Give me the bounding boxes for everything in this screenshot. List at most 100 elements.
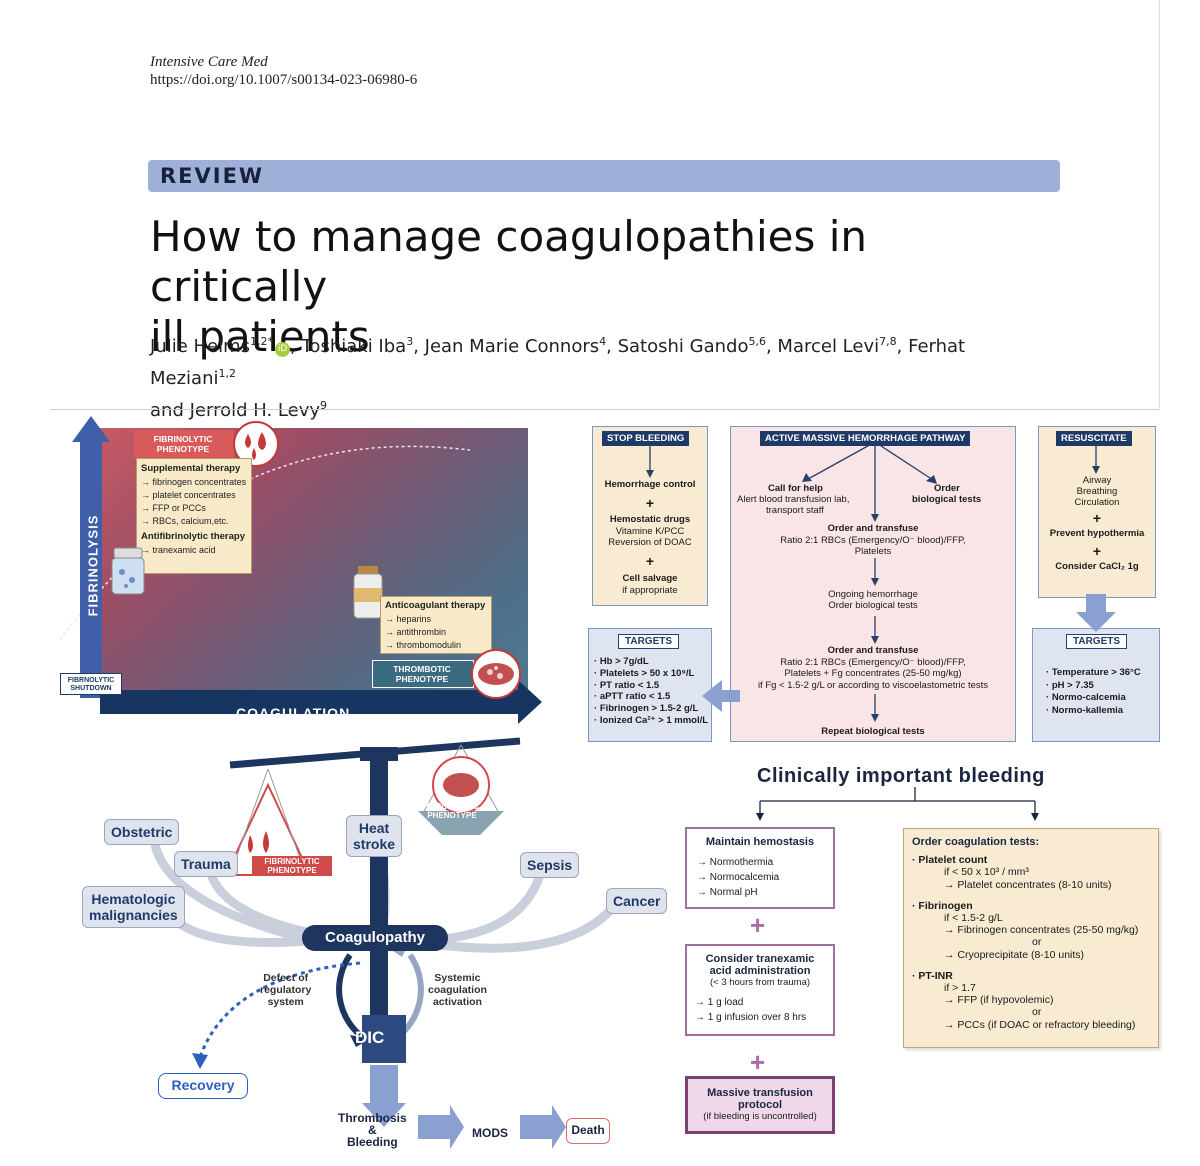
coagulopathy-label: Coagulopathy <box>302 925 448 951</box>
fib-pheno-line: FIBRINOLYTIC <box>264 857 320 866</box>
anticoag-item: antithrombin <box>396 627 447 637</box>
pathway-box <box>730 426 1016 742</box>
txa-item: 1 g load <box>707 997 744 1008</box>
if-fg: if Fg < 1.5-2 g/L or according to viscoe… <box>757 680 989 691</box>
bleeding-arrows <box>756 787 1039 821</box>
title-line-1: How to manage coagulopathies in critical… <box>150 212 868 311</box>
pcc-tx: PCCs (if DOAC or refractory bleeding) <box>957 1018 1136 1031</box>
thrombosis-line: & <box>368 1123 377 1137</box>
author-2-affil: 3 <box>406 335 414 348</box>
supplemental-therapy-card: Supplemental therapy → fibrinogen concen… <box>136 458 252 574</box>
systemic-line: activation <box>432 996 482 1008</box>
circulation: Circulation <box>1074 497 1120 508</box>
and-word: and <box>150 400 184 421</box>
anticoagulant-therapy-card: Anticoagulant therapy → heparins → antit… <box>380 596 492 654</box>
order-bio-tests: Order biological tests <box>828 600 918 611</box>
platelet-tx: Platelet concentrates (8-10 units) <box>957 878 1112 891</box>
anticoag-item: thrombomodulin <box>396 640 462 650</box>
author-2[interactable]: Toshiaki Iba <box>301 336 407 357</box>
ratio-line: Ratio 2:1 RBCs (Emergency/O⁻ blood)/FFP, <box>780 535 966 546</box>
death-label: Death <box>566 1118 610 1144</box>
y-axis-label: FIBRINOLYSIS <box>85 514 101 617</box>
vial-icon <box>111 547 145 595</box>
call-for-help: Call for help <box>768 483 823 494</box>
author-4-affil: 5,6 <box>748 335 766 348</box>
platelet-count: Platelet count <box>918 854 988 867</box>
txa-item: 1 g infusion over 8 hrs <box>707 1012 807 1023</box>
author-1-affil: 1,2* <box>250 335 274 348</box>
defect-line: system <box>267 996 304 1008</box>
fibrinogen: Fibrinogen <box>918 899 973 912</box>
page-edge <box>1159 0 1160 410</box>
anticoag-item: heparins <box>396 614 432 624</box>
order-bio-2: biological tests <box>912 494 982 505</box>
x-axis-label: COAGULATION <box>236 705 351 721</box>
orcid-icon[interactable]: iD <box>275 342 291 357</box>
plus-icon: + <box>1092 543 1102 559</box>
targets-right-tag: TARGETS <box>1066 634 1128 649</box>
systemic-line: coagulation <box>428 984 487 996</box>
target-item: aPTT ratio < 1.5 <box>599 691 671 703</box>
consider-cacl: Consider CaCl₂ 1g <box>1055 561 1139 572</box>
thr-pheno-banner <box>372 660 474 688</box>
targets-right-list: · Temperature > 36°C · pH > 7.35 · Normo… <box>1046 667 1141 716</box>
hemostatic-drugs: Hemostatic drugs <box>609 514 691 525</box>
thrombosis-line: Thrombosis <box>338 1111 407 1125</box>
or-word: or <box>1032 936 1042 949</box>
author-1[interactable]: Julie Helms <box>150 336 251 357</box>
doi-link[interactable]: https://doi.org/10.1007/s00134-023-06980… <box>150 72 418 88</box>
platelet-if: if < 50 x 10³ / mm³ <box>944 866 1029 879</box>
thrombus-icon <box>471 649 521 699</box>
order-transfuse-2: Order and transfuse <box>827 645 919 656</box>
maintain-box: Maintain hemostasis → Normothermia → Nor… <box>685 827 835 909</box>
author-7[interactable]: Jerrold H. Levy <box>189 400 320 421</box>
author-4[interactable]: Satoshi Gando <box>617 336 749 357</box>
drug-vial-icon <box>353 566 383 619</box>
mtp-box: Massive transfusion protocol (if bleedin… <box>685 1076 835 1134</box>
pt-inr: PT-INR <box>918 969 953 982</box>
flow-arrows <box>646 441 1116 722</box>
quadrant-axes <box>60 416 542 724</box>
mtp-title-2: protocol <box>738 1099 782 1111</box>
resuscitate-tag: RESUSCITATE <box>1056 431 1132 446</box>
author-7-affil: 9 <box>320 399 327 412</box>
fibrinogen-if: if < 1.5-2 g/L <box>944 912 1003 925</box>
supp-item: platelet concentrates <box>152 490 236 500</box>
fibrinolytic-shutdown-label: FIBRNOLYTIC SHUTDOWN <box>60 673 122 695</box>
resuscitate-box <box>1038 426 1156 598</box>
supplemental-title: Supplemental therapy <box>141 463 241 474</box>
maintain-item: Normal pH <box>709 887 758 898</box>
target-item: Temperature > 36°C <box>1051 667 1141 678</box>
mods-label: MODS <box>472 1126 508 1140</box>
cell-salvage: Cell salvage <box>622 573 678 584</box>
prevent-hypothermia: Prevent hypothermia <box>1049 528 1145 539</box>
mtp-note: (if bleeding is uncontrolled) <box>703 1111 817 1122</box>
hemorrhage-control: Hemorrhage control <box>604 479 696 490</box>
targets-left-tag: TARGETS <box>618 634 680 649</box>
obstetric-label: Obstetric <box>104 819 180 845</box>
author-list: Julie Helms1,2*iD, Toshiaki Iba3, Jean M… <box>150 335 966 421</box>
recovery-label: Recovery <box>158 1073 248 1099</box>
maintain-item: Normothermia <box>709 857 774 868</box>
inr-if: if > 1.7 <box>944 982 976 995</box>
fib-pheno-label: FIBRINOLYTIC PHENOTYPE <box>153 434 213 454</box>
author-6[interactable]: Ferhat Meziani <box>150 336 966 389</box>
plus-icon: + <box>645 495 655 511</box>
target-item: Hb > 7g/dL <box>599 656 649 667</box>
target-item: Normo-kallemia <box>1051 704 1124 716</box>
fib-pheno-banner <box>134 430 234 458</box>
section-bar <box>148 160 1060 192</box>
author-3-affil: 4 <box>599 335 607 348</box>
author-5-affil: 7,8 <box>879 335 897 348</box>
author-3[interactable]: Jean Marie Connors <box>424 336 600 357</box>
divider <box>50 409 1160 410</box>
maintain-item: Normocalcemia <box>709 872 780 883</box>
supp-item: RBCs, calcium,etc. <box>152 516 229 526</box>
author-5[interactable]: Marcel Levi <box>777 336 880 357</box>
systemic-line: Systemic <box>434 972 481 984</box>
reversion-doac: Reversion of DOAC <box>608 537 692 548</box>
supp-item: fibrinogen concentrates <box>152 477 247 487</box>
target-item: Normo-calcemia <box>1051 692 1126 703</box>
txa-title-1: Consider tranexamic <box>705 953 815 965</box>
